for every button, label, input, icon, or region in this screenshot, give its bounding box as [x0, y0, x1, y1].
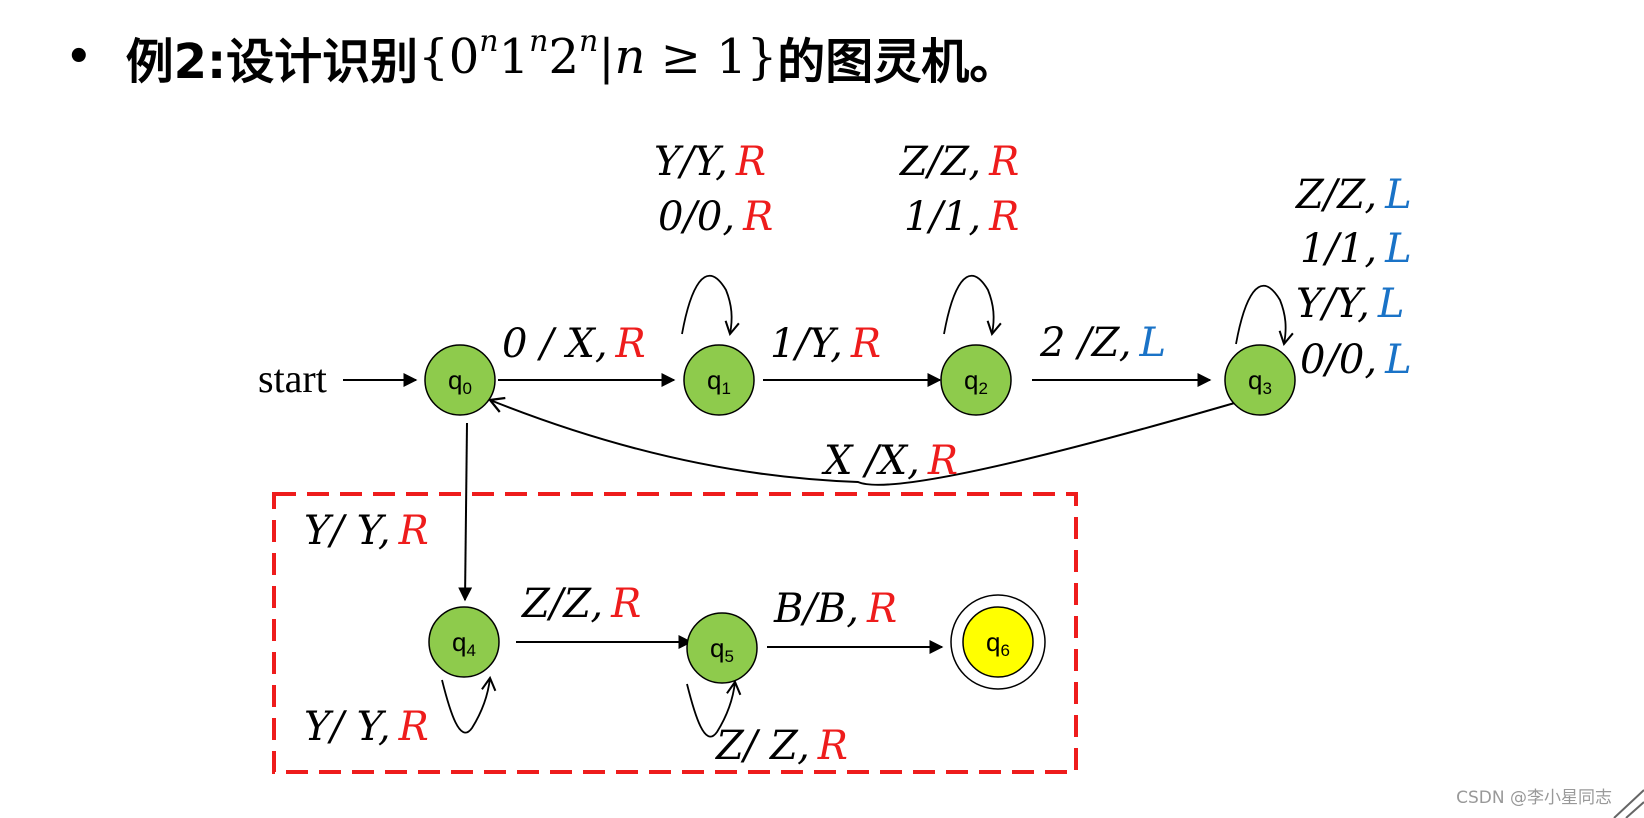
formula-base-0: 0 — [448, 29, 480, 85]
label-q1-q2: 1/Y,R — [770, 321, 881, 367]
loop-q2 — [943, 275, 1002, 337]
state-q6-circle — [962, 606, 1034, 678]
state-q4-circle — [428, 606, 500, 678]
state-q5-label: q5 — [710, 633, 734, 666]
formula-base-1: 1 — [498, 29, 530, 85]
label-q3-loop-1: Z/Z,L — [1294, 172, 1412, 218]
state-q5: q5 — [686, 612, 758, 684]
label-q0-q1: 0 / X,R — [502, 321, 646, 367]
state-q2: q2 — [940, 344, 1012, 416]
formula-cond-rest: ≥ 1 — [645, 29, 747, 85]
label-q3-q0: X /X,R — [821, 438, 958, 484]
label-q4-q5: Z/Z,R — [520, 581, 641, 627]
label-q5-loop: Z/ Z,R — [714, 723, 848, 769]
formula-exp-0: n — [479, 24, 499, 59]
loop-q4 — [441, 675, 497, 734]
state-q2-circle — [940, 344, 1012, 416]
state-q0: q0 — [424, 344, 496, 416]
label-q3-loop-2: 1/1,L — [1300, 226, 1412, 272]
state-q3: q3 — [1224, 344, 1296, 416]
state-q3-label: q3 — [1248, 365, 1272, 398]
formula-bar: | — [598, 29, 615, 85]
loop-q1 — [681, 275, 740, 337]
title-formula: {0n1n2n|n ≥ 1} — [418, 27, 778, 86]
bullet-icon: • — [66, 34, 92, 80]
state-q0-label: q0 — [448, 365, 472, 398]
label-q2-loop-2: 1/1,R — [904, 194, 1019, 240]
edge-q3-q0 — [487, 396, 1239, 486]
label-q2-loop-1: Z/Z,R — [898, 139, 1019, 185]
state-q1-circle — [683, 344, 755, 416]
state-q2-label: q2 — [964, 365, 988, 398]
label-q1-loop-2: 0/0,R — [658, 194, 773, 240]
state-q4: q4 — [428, 606, 500, 678]
page-corner-icon — [1613, 789, 1644, 818]
loop-q3 — [1235, 285, 1294, 347]
state-q3-circle — [1224, 344, 1296, 416]
state-q1-label: q1 — [707, 365, 731, 398]
formula-set-close: } — [746, 29, 778, 85]
state-q5-circle — [686, 612, 758, 684]
loop-q5 — [686, 679, 742, 738]
slide-title: • 例2:设计识别 {0n1n2n|n ≥ 1} 的图灵机。 — [66, 22, 1017, 92]
label-q5-q6: B/B,R — [773, 586, 897, 632]
formula-exp-1: n — [529, 24, 549, 59]
formula-cond-var: n — [614, 29, 646, 85]
formula-base-2: 2 — [548, 29, 580, 85]
title-suffix: 的图灵机。 — [777, 34, 1018, 90]
label-q3-loop-4: 0/0,L — [1300, 337, 1412, 383]
state-q6-accepting: q6 — [950, 594, 1046, 690]
label-q1-loop-1: Y/Y,R — [654, 139, 766, 185]
edge-q0-q4 — [458, 422, 473, 602]
label-q2-q3: 2 /Z,L — [1039, 320, 1166, 366]
watermark: CSDN @李小星同志 — [1456, 788, 1612, 808]
formula-exp-2: n — [579, 24, 599, 59]
label-q4-loop: Y/ Y,R — [304, 704, 429, 750]
state-q0-circle — [424, 344, 496, 416]
state-q1: q1 — [683, 344, 755, 416]
start-label: start — [258, 356, 327, 401]
formula-set-open: { — [418, 29, 449, 85]
dashed-region-box — [272, 492, 1078, 774]
label-q3-loop-3: Y/Y,L — [1296, 281, 1404, 327]
title-prefix: 例2:设计识别 — [125, 34, 419, 90]
state-q6-label: q6 — [986, 627, 1010, 660]
state-q4-label: q4 — [452, 627, 476, 660]
label-q0-q4: Y/ Y,R — [304, 508, 429, 554]
